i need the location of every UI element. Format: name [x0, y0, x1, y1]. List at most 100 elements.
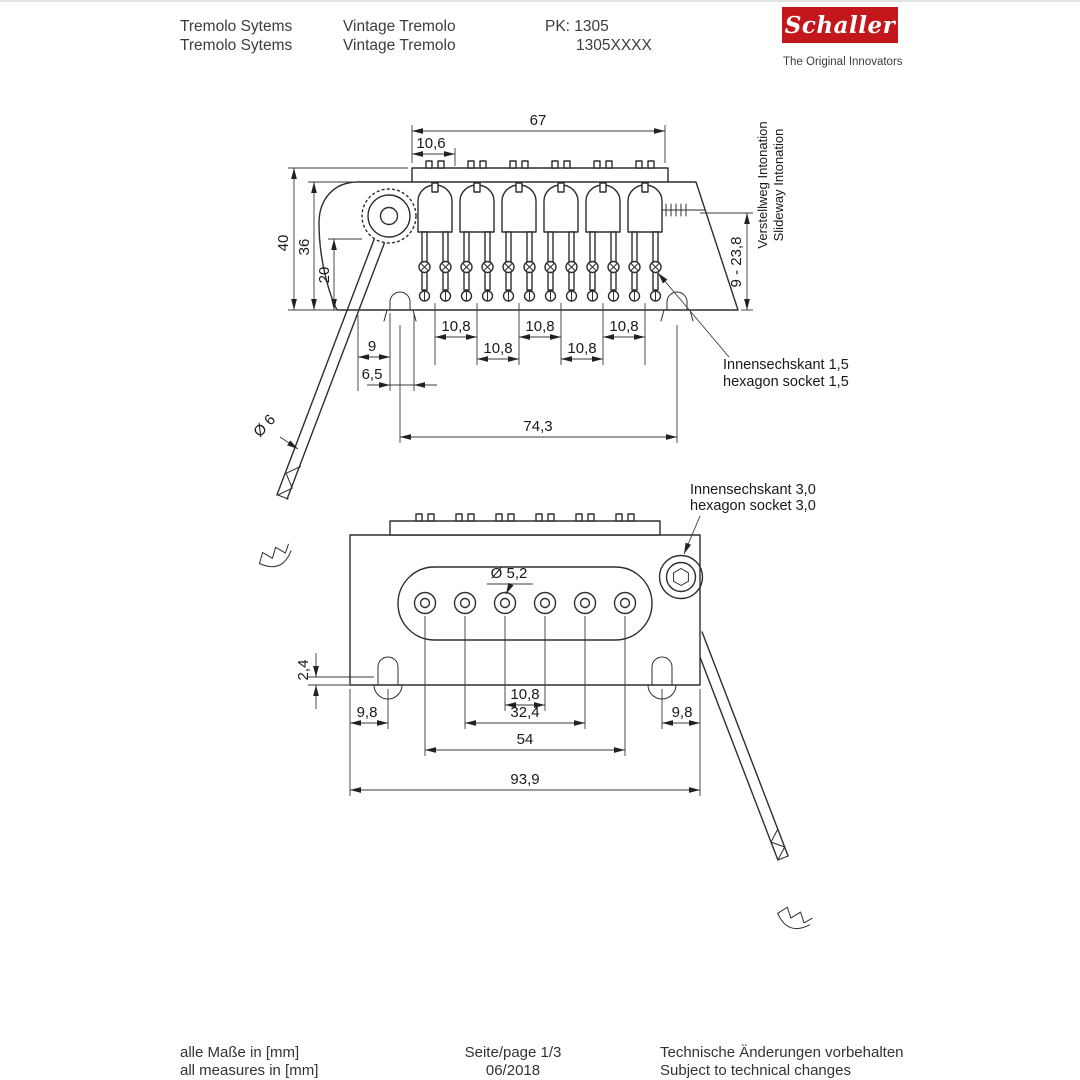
saddle — [585, 182, 621, 302]
intonation-screw — [661, 203, 706, 217]
part-number-code: 1305XXXX — [576, 37, 652, 54]
dim-10-8-plan: 10,8 — [504, 616, 546, 711]
dim-93-9: 93,9 — [350, 771, 700, 793]
bridge-body-plan — [349, 513, 701, 700]
dim-10-8-label: 10,8 — [510, 686, 539, 703]
dim-74-3: 74,3 — [399, 325, 678, 443]
doc-category: Tremolo Sytems Tremolo Sytems — [180, 17, 292, 55]
part-number-pk: PK: 1305 — [545, 18, 609, 35]
doc-product-line1: Vintage Tremolo — [343, 18, 456, 35]
schaller-logo: Schaller — [782, 7, 898, 43]
travel-label-en: Slideway Intonation — [771, 129, 786, 242]
dim-2-4-label: 2,4 — [295, 660, 312, 681]
arm-thread-detail — [774, 904, 814, 934]
hex-note-de: Innensechskant 1,5 — [723, 357, 849, 373]
dim-10-8-label: 10,8 — [567, 340, 596, 357]
dim-hole-dia-label: Ø 5,2 — [491, 565, 528, 582]
doc-part-number: PK: 1305 1305XXXX — [545, 17, 652, 55]
string-lock-slot — [575, 513, 595, 522]
plan-view: Innensechskant 3,0 hexagon socket 3,0 Ø … — [295, 482, 816, 934]
string-lock-slot — [415, 513, 435, 522]
doc-category-line1: Tremolo Sytems — [180, 18, 293, 35]
page-top-border — [0, 0, 1080, 2]
arm-thread-detail — [255, 541, 295, 573]
doc-category-line2: Tremolo Sytems — [180, 37, 293, 54]
footer-page-number: Seite/page 1/3 — [464, 1044, 562, 1061]
footer-page: Seite/page 1/3 06/2018 — [413, 1044, 613, 1080]
string-lock-slot — [425, 160, 445, 169]
dim-6-5-label: 6,5 — [362, 366, 383, 383]
dim-9-8-label: 9,8 — [357, 704, 378, 721]
dim-32-4-label: 32,4 — [510, 704, 539, 721]
dim-9-8-right: 9,8 — [661, 689, 701, 796]
string-hole — [453, 591, 477, 615]
dim-offset-10-6: 10,6 — [412, 135, 456, 166]
saddle — [543, 182, 579, 302]
dim-height-40: 40 — [275, 167, 408, 311]
saddle-plate-edge — [389, 520, 661, 536]
dim-9-8-left: 9,8 — [349, 689, 389, 796]
logo-tagline: The Original Innovators — [783, 56, 903, 68]
dim-10-8-label: 10,8 — [483, 340, 512, 357]
string-hole — [613, 591, 637, 615]
dim-54: 54 — [424, 616, 626, 756]
hex-note-en: hexagon socket 1,5 — [723, 374, 849, 390]
note-hex-socket-1-5: Innensechskant 1,5 hexagon socket 1,5 — [657, 272, 849, 390]
string-lock-slot — [551, 160, 571, 169]
tremolo-arm-plan — [691, 631, 789, 861]
dim-2-4: 2,4 — [295, 653, 374, 709]
hex-note-de: Innensechskant 3,0 — [690, 482, 816, 498]
dim-36-label: 36 — [296, 239, 313, 256]
footer-date: 06/2018 — [485, 1062, 541, 1079]
footer-units: alle Maße in [mm] all measures in [mm] — [180, 1044, 318, 1080]
footer-units-en: all measures in [mm] — [180, 1062, 319, 1079]
dim-93-9-label: 93,9 — [510, 771, 539, 788]
saddle — [627, 182, 663, 302]
dim-arm-dia-label: Ø 6 — [250, 411, 279, 440]
dim-20-label: 20 — [316, 267, 333, 284]
string-hole — [573, 591, 597, 615]
dim-9-label: 9 — [368, 338, 376, 355]
string-lock-slot — [615, 513, 635, 522]
dim-10-8-label: 10,8 — [609, 318, 638, 335]
saddle — [459, 182, 495, 302]
string-hole — [493, 591, 517, 615]
saddle — [417, 182, 453, 302]
dim-32-4: 32,4 — [464, 616, 586, 729]
hex-socket-screw — [658, 554, 704, 600]
doc-product: Vintage Tremolo Vintage Tremolo — [343, 17, 456, 55]
string-hole — [413, 591, 437, 615]
footer-units-de: alle Maße in [mm] — [180, 1044, 300, 1061]
dim-arm-diameter: Ø 6 — [250, 411, 299, 450]
dim-67-label: 67 — [530, 112, 547, 129]
doc-product-line2: Vintage Tremolo — [343, 37, 456, 54]
dim-10-8-label: 10,8 — [525, 318, 554, 335]
dim-height-20: 20 — [316, 238, 362, 310]
dim-height-36: 36 — [296, 181, 356, 310]
saddle — [501, 182, 537, 302]
dim-10-8-label: 10,8 — [441, 318, 470, 335]
string-hole-recess — [397, 566, 653, 641]
dim-10-6-label: 10,6 — [416, 135, 445, 152]
mounting-hole-left — [383, 291, 417, 322]
dim-40-label: 40 — [275, 235, 292, 252]
footer-notice-en: Subject to technical changes — [660, 1062, 851, 1079]
travel-label-de: Verstellweg Intonation — [755, 121, 770, 248]
dim-74-3-label: 74,3 — [523, 418, 552, 435]
dim-9-8-label: 9,8 — [672, 704, 693, 721]
dim-hole-diameter: Ø 5,2 — [487, 565, 533, 595]
string-holes — [413, 591, 637, 615]
schaller-logo-text: Schaller — [784, 11, 896, 39]
dim-travel-label: 9 - 23,8 — [728, 237, 745, 288]
string-lock-slot — [467, 160, 487, 169]
front-view: 67 10,6 40 36 20 9 - 23,8 Vers — [250, 112, 849, 573]
string-lock-slot — [455, 513, 475, 522]
base-plate — [349, 534, 701, 686]
dim-54-label: 54 — [517, 731, 534, 748]
note-hex-socket-3-0: Innensechskant 3,0 hexagon socket 3,0 — [683, 482, 816, 555]
mounting-hole-right — [660, 291, 694, 322]
arm-collar — [361, 188, 417, 244]
string-lock-slot — [495, 513, 515, 522]
saddles — [417, 182, 663, 302]
